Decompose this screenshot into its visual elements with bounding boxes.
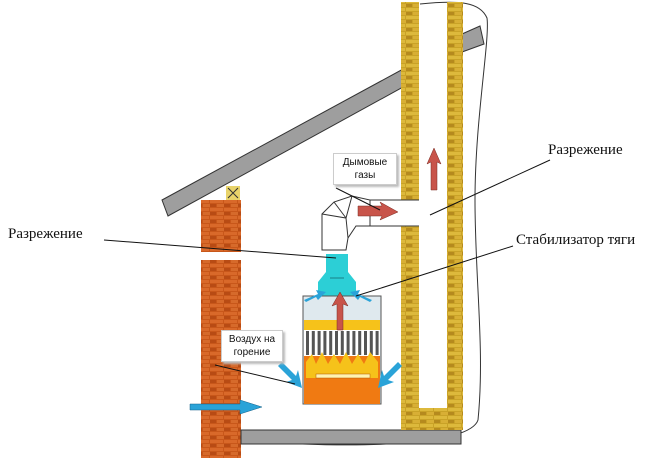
label-rarefaction-left: Разрежение [8, 226, 83, 242]
fin [364, 331, 367, 355]
fin [346, 331, 350, 355]
label-rarefaction-right: Разрежение [548, 142, 623, 158]
fin [352, 331, 356, 355]
chimney-bottom [419, 408, 447, 430]
air-left-arrow-icon [278, 362, 302, 388]
flue-gas-right-arrow-icon [357, 201, 399, 221]
label-flue-gases: Дымовые газы [333, 153, 397, 185]
combustion-air-line2: горение [233, 347, 271, 358]
stabilizer-air-right-arrow-icon [350, 290, 372, 302]
fin [306, 331, 309, 355]
floor [240, 429, 462, 445]
leader-stabilizer [355, 245, 514, 297]
draft-stabilizer [318, 254, 356, 296]
flue-gases-line1: Дымовые [342, 157, 388, 168]
chimney-right-wall [447, 2, 463, 430]
roof [161, 67, 406, 217]
leader-flue-gases [335, 187, 381, 211]
air-right-arrow-icon [378, 362, 402, 388]
left-wall-top [201, 200, 241, 252]
fin [335, 331, 338, 355]
roof-right [461, 25, 485, 53]
heat-exchanger-fins [304, 330, 380, 356]
leader-rarefaction-right [429, 159, 551, 216]
fin [340, 331, 344, 355]
fin [369, 331, 373, 355]
leader-rarefaction-left [103, 239, 337, 259]
fin [311, 331, 315, 355]
fin [329, 331, 333, 355]
fin [323, 331, 327, 355]
air-inlet-arrow-icon [189, 399, 263, 415]
flames [306, 352, 378, 378]
chimney-up-arrow-icon [426, 147, 442, 191]
flue-gases-line2: газы [354, 170, 376, 181]
fin [358, 331, 362, 355]
leader-combustion-air [214, 364, 296, 385]
chimney-inlet [401, 200, 419, 226]
flue-gas-up-arrow-icon [331, 291, 349, 331]
label-draft-stabilizer: Стабилизатор тяги [516, 232, 636, 248]
fin [375, 331, 379, 355]
label-combustion-air: Воздух на горение [221, 330, 283, 362]
combustion-air-line1: Воздух на [228, 334, 276, 345]
fin [317, 331, 321, 355]
stabilizer-air-left-arrow-icon [304, 290, 326, 302]
burner [315, 373, 371, 379]
